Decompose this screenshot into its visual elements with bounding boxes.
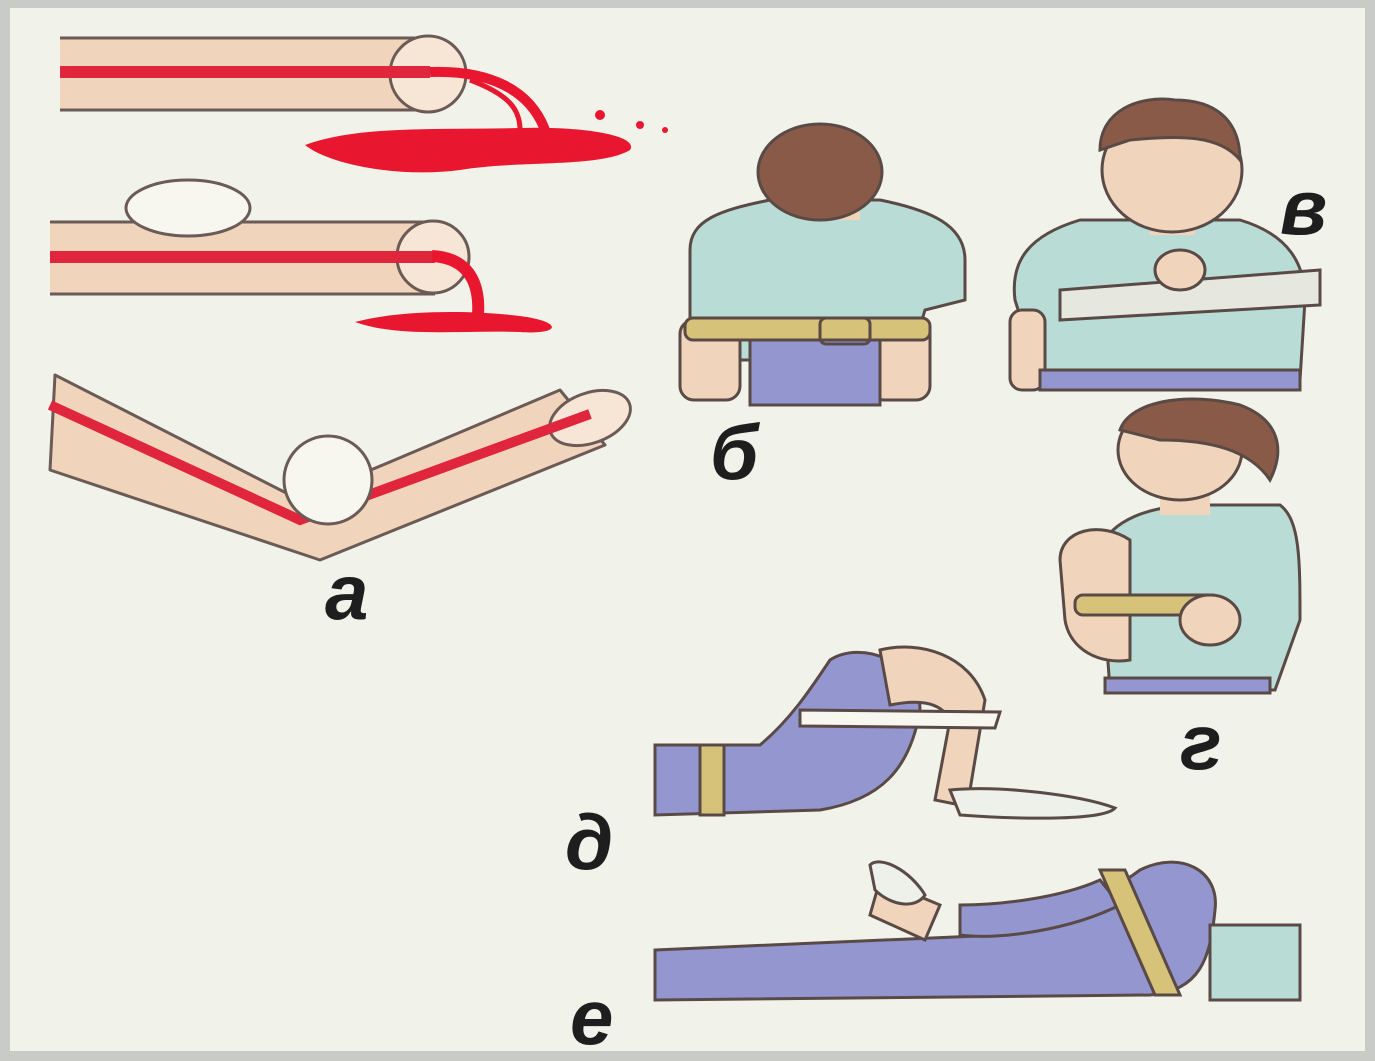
label-d: д	[565, 803, 613, 881]
panel-d-knee-figure	[655, 647, 1115, 818]
label-a: а	[325, 553, 368, 631]
diagram-canvas: а б в г д е	[10, 8, 1365, 1051]
label-v: в	[1280, 168, 1327, 246]
pressed-artery-tube	[50, 180, 552, 332]
label-g: г	[1180, 703, 1222, 781]
panel-e-thigh-figure	[655, 862, 1300, 1000]
bent-artery-tube	[50, 375, 638, 560]
illustration	[10, 8, 1365, 1051]
panel-b-back-figure	[680, 124, 965, 405]
label-e: е	[570, 978, 613, 1056]
cut-artery-tube	[60, 36, 668, 172]
panel-g-side-figure	[1060, 399, 1300, 693]
panel-v-front-figure	[1010, 99, 1320, 390]
panel-a-artery-illustrations	[50, 36, 668, 560]
label-b: б	[710, 413, 758, 491]
